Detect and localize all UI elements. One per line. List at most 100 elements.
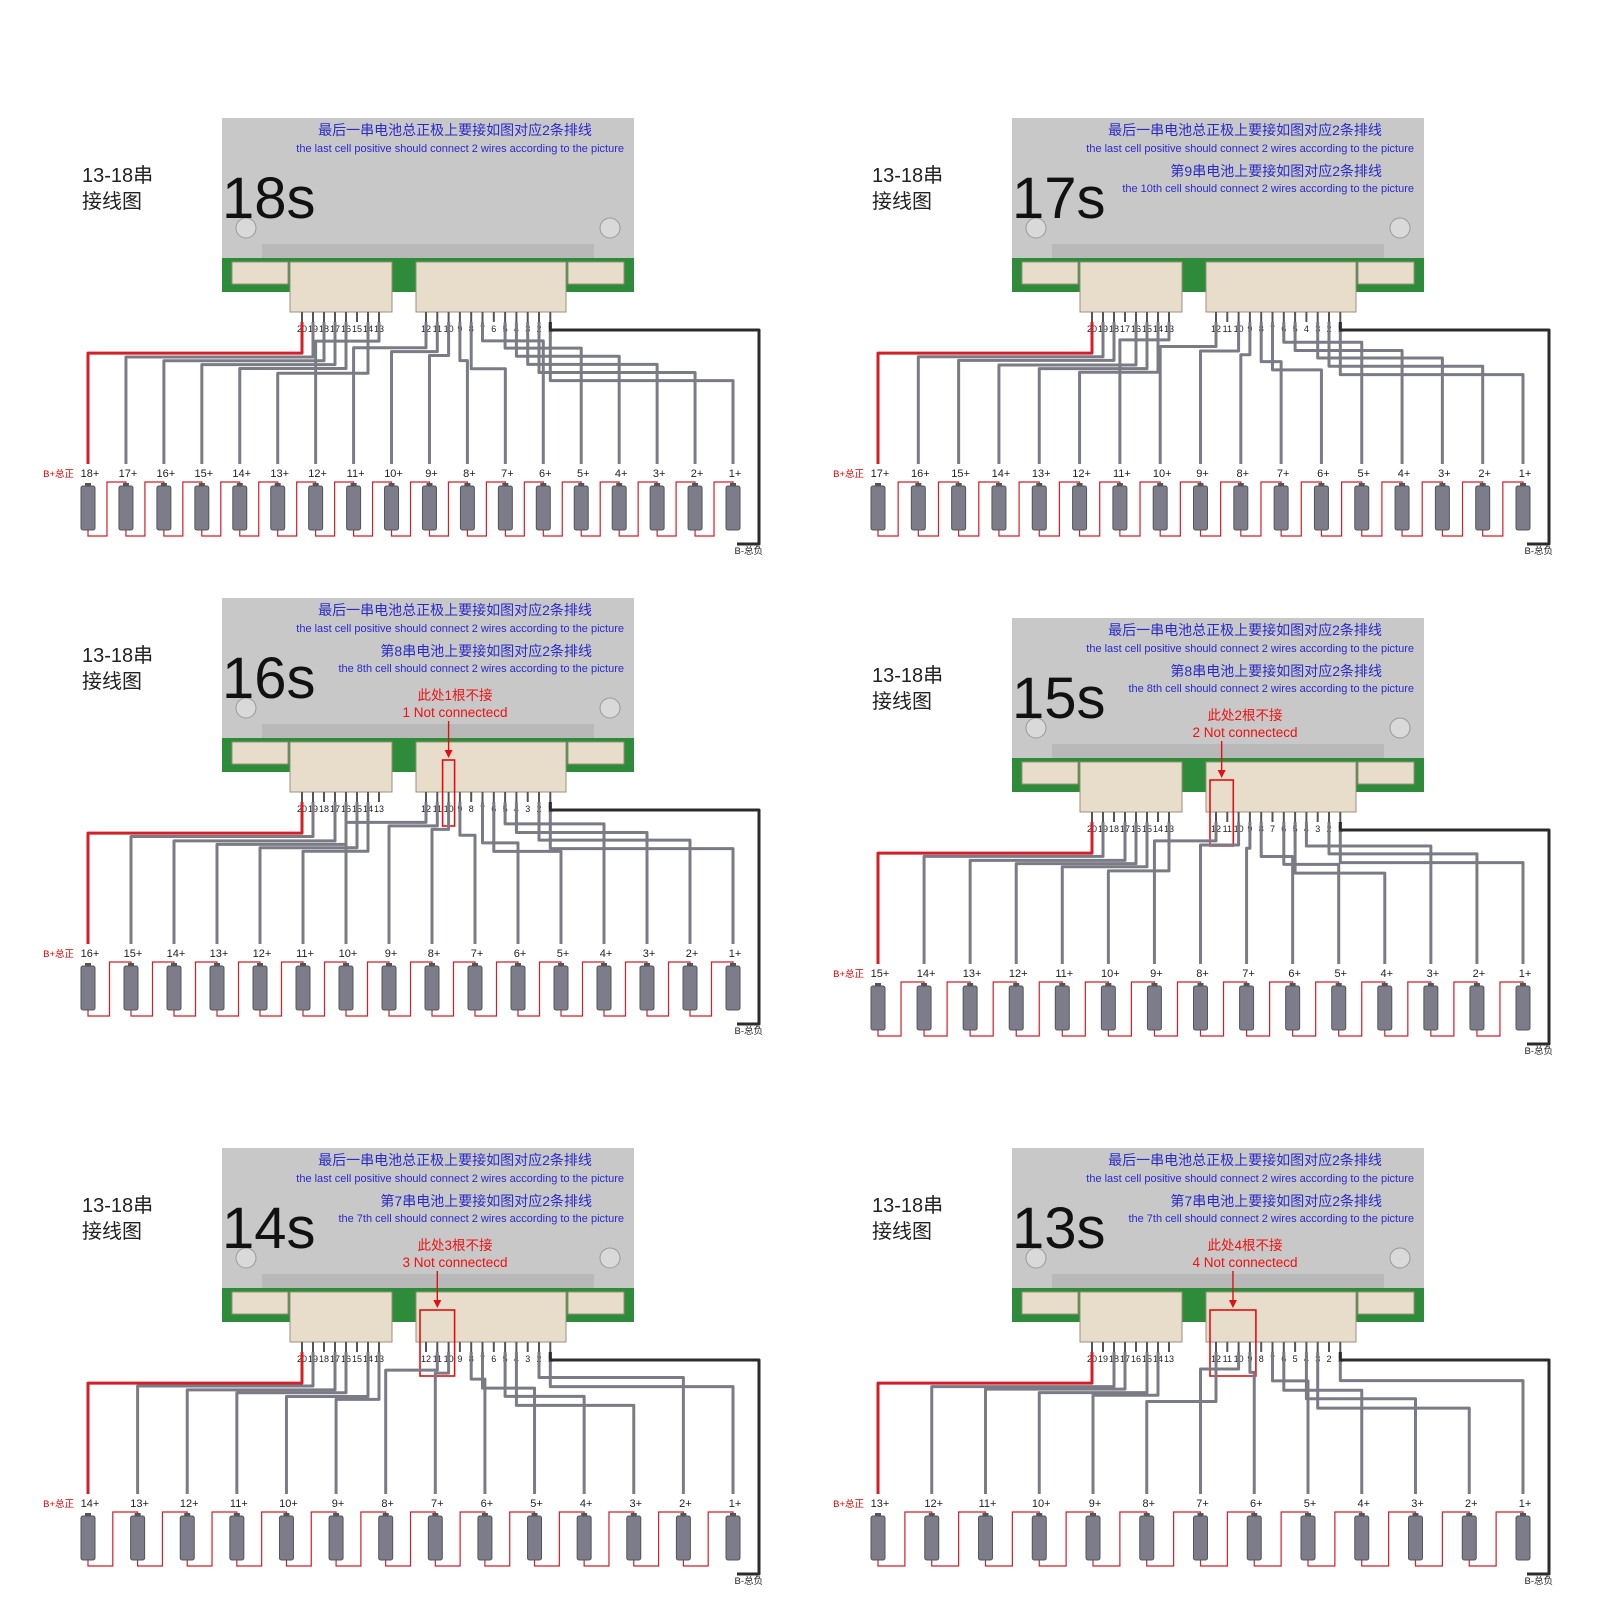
cell-label-6: 6+ (481, 1498, 494, 1510)
pin-label-18: 18 (1109, 824, 1119, 834)
battery-cell (80, 965, 96, 1011)
side-connector-right (567, 741, 625, 765)
cell-terminal (1466, 1513, 1473, 1516)
wire-total-negative (548, 1352, 761, 1576)
battery-cell (978, 1515, 993, 1561)
bms-board (222, 598, 634, 738)
balance-wire (284, 1352, 370, 1494)
cell-label-13: 13+ (210, 948, 229, 960)
total-negative-label: B-总负 (734, 1025, 763, 1037)
cell-terminal (730, 1513, 736, 1516)
series-link (285, 1511, 337, 1567)
cell-terminal (1427, 983, 1434, 986)
battery-cell (1515, 1515, 1531, 1561)
battery-cell (553, 965, 569, 1011)
cell-terminal (85, 1513, 91, 1516)
note-last-cell-en: the last cell positive should connect 2 … (296, 1173, 624, 1185)
series-link (1253, 1511, 1309, 1567)
screw-hole-icon (1025, 1247, 1047, 1269)
balance-wire (334, 1352, 381, 1494)
not-connected-en: 3 Not connectecd (402, 1255, 507, 1270)
cell-terminal (236, 483, 243, 486)
series-link (173, 961, 218, 1017)
cell-label-5: 5+ (530, 1498, 543, 1510)
note-last-cell-cn: 最后一串电池总正极上要接如图对应2条排线 (318, 1152, 592, 1168)
cell-terminal (515, 963, 521, 966)
not-connected-cn: 此处4根不接 (1207, 1237, 1282, 1253)
series-count-label: 16s (222, 646, 316, 711)
cell-terminal (1473, 983, 1480, 986)
battery-cell (639, 965, 655, 1011)
cell-terminal (1412, 1513, 1419, 1516)
connector-pins-12-1 (1205, 261, 1357, 313)
cell-label-9: 9+ (425, 468, 438, 480)
series-link (1107, 981, 1156, 1037)
cell-terminal (1197, 483, 1204, 486)
connector-pins-20-13 (289, 261, 393, 313)
cell-terminal (128, 963, 134, 966)
balance-wire (1145, 1352, 1218, 1494)
wire-total-negative (548, 322, 761, 546)
cell-label-7: 7+ (1277, 468, 1290, 480)
total-negative-label: B-总负 (1524, 545, 1553, 557)
series-link (1199, 981, 1248, 1037)
cell-terminal (654, 483, 661, 486)
cell-label-7: 7+ (1196, 1498, 1209, 1510)
note-last-cell-cn: 最后一串电池总正极上要接如图对应2条排线 (1108, 622, 1382, 638)
wire-total-negative (1338, 322, 1551, 546)
series-link (428, 481, 469, 537)
battery-cell (682, 965, 698, 1011)
balance-wire (1199, 322, 1241, 464)
series-link (1414, 1511, 1470, 1567)
balance-wire (238, 322, 348, 464)
cell-label-18: 18+ (81, 468, 100, 480)
series-link (87, 1511, 139, 1567)
screw-hole-icon (1389, 1247, 1411, 1269)
battery-cell (424, 965, 440, 1011)
cell-terminal (134, 1513, 141, 1516)
bms-board (1012, 118, 1424, 258)
battery-cell (118, 485, 134, 531)
series-link (1401, 481, 1443, 537)
balance-wire (458, 802, 477, 944)
wire-total-positive (86, 1352, 304, 1494)
battery-cell (611, 485, 627, 531)
series-link (201, 481, 241, 537)
pin-label-5: 5 (1293, 1354, 1298, 1364)
battery-cell (725, 1515, 741, 1561)
balance-wire (1259, 822, 1295, 964)
battery-cell (725, 485, 741, 531)
battery-cell (649, 485, 665, 531)
series-link (618, 481, 658, 537)
cell-label-2: 2+ (691, 468, 704, 480)
series-link (1320, 481, 1363, 537)
balance-wire (469, 322, 507, 464)
cell-label-13: 13+ (963, 968, 982, 980)
side-title-line1: 13-18串 (82, 164, 153, 187)
balance-wire (548, 322, 735, 464)
cell-terminal (1197, 1513, 1204, 1516)
side-connector-right (567, 261, 625, 285)
series-link (1245, 981, 1294, 1037)
series-link (633, 1511, 684, 1567)
battery-cell (1475, 485, 1491, 531)
cell-terminal (257, 963, 263, 966)
battery-cell (1313, 485, 1329, 531)
battery-cell (1072, 485, 1088, 531)
cell-label-10: 10+ (339, 948, 358, 960)
balance-wire (984, 1352, 1127, 1494)
series-link (917, 481, 960, 537)
series-link (1441, 481, 1484, 537)
cell-label-1: 1+ (1519, 468, 1532, 480)
cell-label-5: 5+ (1357, 468, 1370, 480)
pin-label-18: 18 (319, 1354, 329, 1364)
cell-label-3: 3+ (1427, 968, 1440, 980)
arrow-down-icon (444, 750, 453, 758)
wire-total-negative (548, 802, 761, 1026)
battery-cell (991, 485, 1007, 531)
series-link (931, 1511, 987, 1567)
note-mid-cell-en: the 10th cell should connect 2 wires acc… (1122, 183, 1414, 195)
cell-terminal (312, 483, 319, 486)
